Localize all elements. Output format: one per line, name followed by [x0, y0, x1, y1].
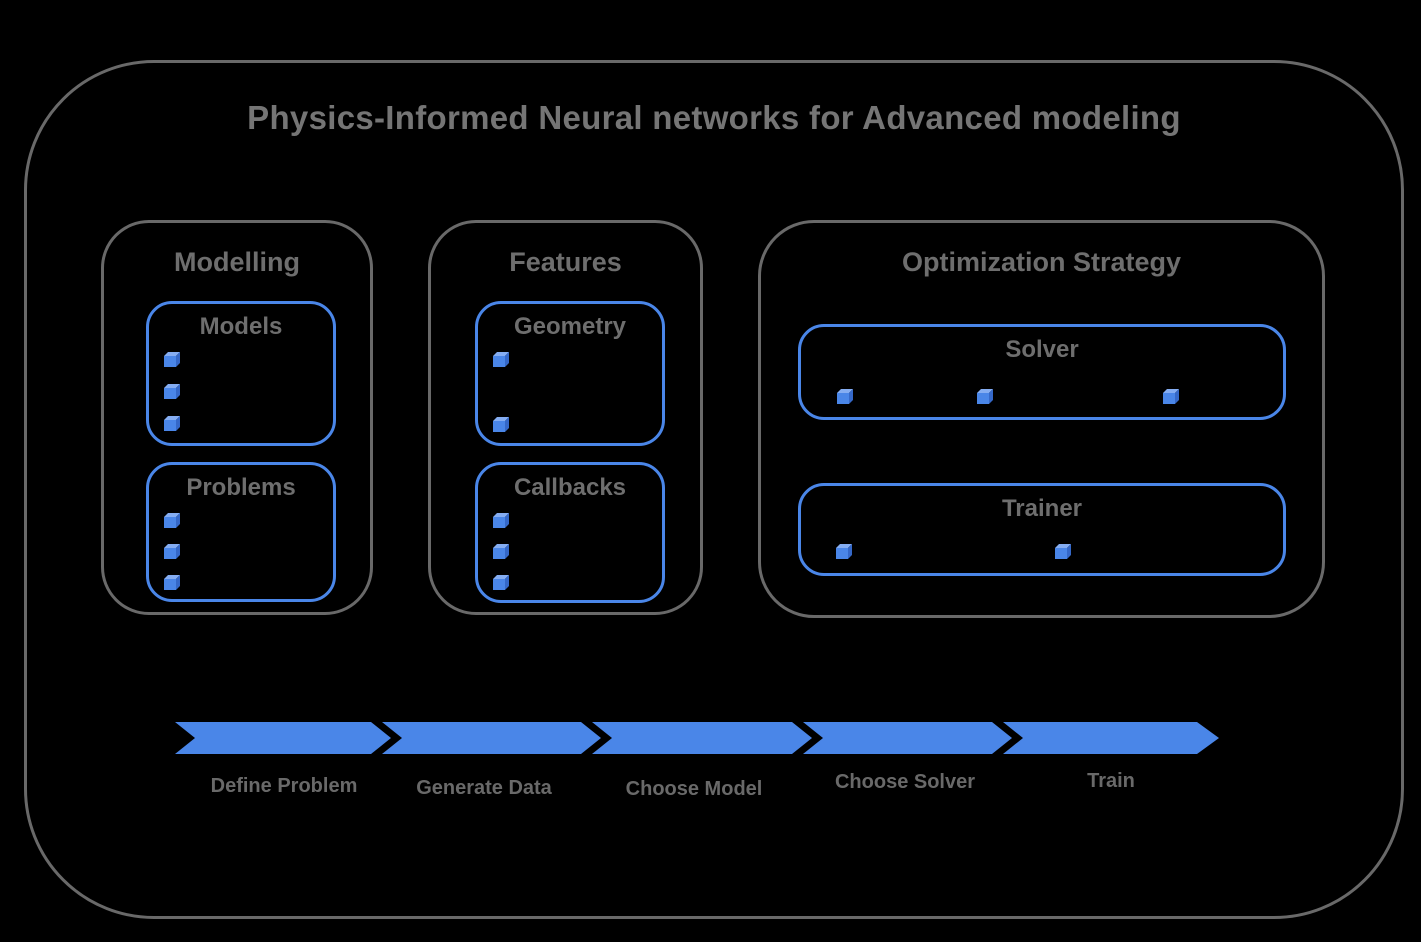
group-trainer-title: Trainer: [1001, 495, 1083, 522]
cube-icon: [164, 352, 180, 367]
group-solver: Solver: [798, 324, 1286, 420]
section-features: Features Geometry Callbacks: [428, 220, 703, 615]
cube-list-callbacks: [493, 513, 509, 590]
pipeline-step-choose-model: Choose Model: [625, 778, 763, 800]
group-problems-title: Problems: [186, 474, 296, 501]
outer-frame: [24, 60, 1404, 919]
cube-list-models: [164, 352, 180, 431]
page-title: Physics-Informed Neural networks for Adv…: [247, 99, 1181, 136]
group-geometry: Geometry: [475, 301, 665, 446]
group-models: Models: [146, 301, 336, 446]
pipeline-step-define-problem: Define Problem: [210, 775, 358, 797]
cube-list-trainer: [801, 486, 1283, 573]
section-optimization-strategy: Optimization Strategy Solver Trainer: [758, 220, 1325, 618]
cube-list-problems: [164, 513, 180, 590]
cube-icon: [164, 544, 180, 559]
cube-icon: [164, 575, 180, 590]
cube-icon: [164, 384, 180, 399]
group-models-title: Models: [199, 313, 283, 340]
cube-icon: [493, 352, 509, 367]
section-features-title: Features: [509, 247, 622, 277]
group-trainer: Trainer: [798, 483, 1286, 576]
cube-list-solver: [801, 327, 1283, 417]
section-modelling: Modelling Models Problems: [101, 220, 373, 615]
cube-icon: [493, 544, 509, 559]
cube-icon: [837, 389, 853, 404]
section-modelling-title: Modelling: [174, 247, 300, 277]
group-callbacks-title: Callbacks: [513, 474, 627, 501]
cube-icon: [164, 513, 180, 528]
cube-icon: [1163, 389, 1179, 404]
group-problems: Problems: [146, 462, 336, 602]
cube-icon: [164, 416, 180, 431]
pipeline-step-choose-solver: Choose Solver: [834, 771, 976, 793]
section-optimization-title: Optimization Strategy: [901, 247, 1182, 277]
cube-icon: [493, 513, 509, 528]
cube-list-geometry: [493, 352, 509, 432]
pipeline-step-generate-data: Generate Data: [416, 777, 552, 799]
group-geometry-title: Geometry: [513, 313, 627, 340]
cube-icon: [1055, 544, 1071, 559]
cube-icon: [493, 575, 509, 590]
pipeline-step-train: Train: [1087, 770, 1135, 792]
group-solver-title: Solver: [1005, 336, 1079, 363]
cube-icon: [493, 417, 509, 432]
group-callbacks: Callbacks: [475, 462, 665, 603]
cube-icon: [977, 389, 993, 404]
cube-icon: [836, 544, 852, 559]
